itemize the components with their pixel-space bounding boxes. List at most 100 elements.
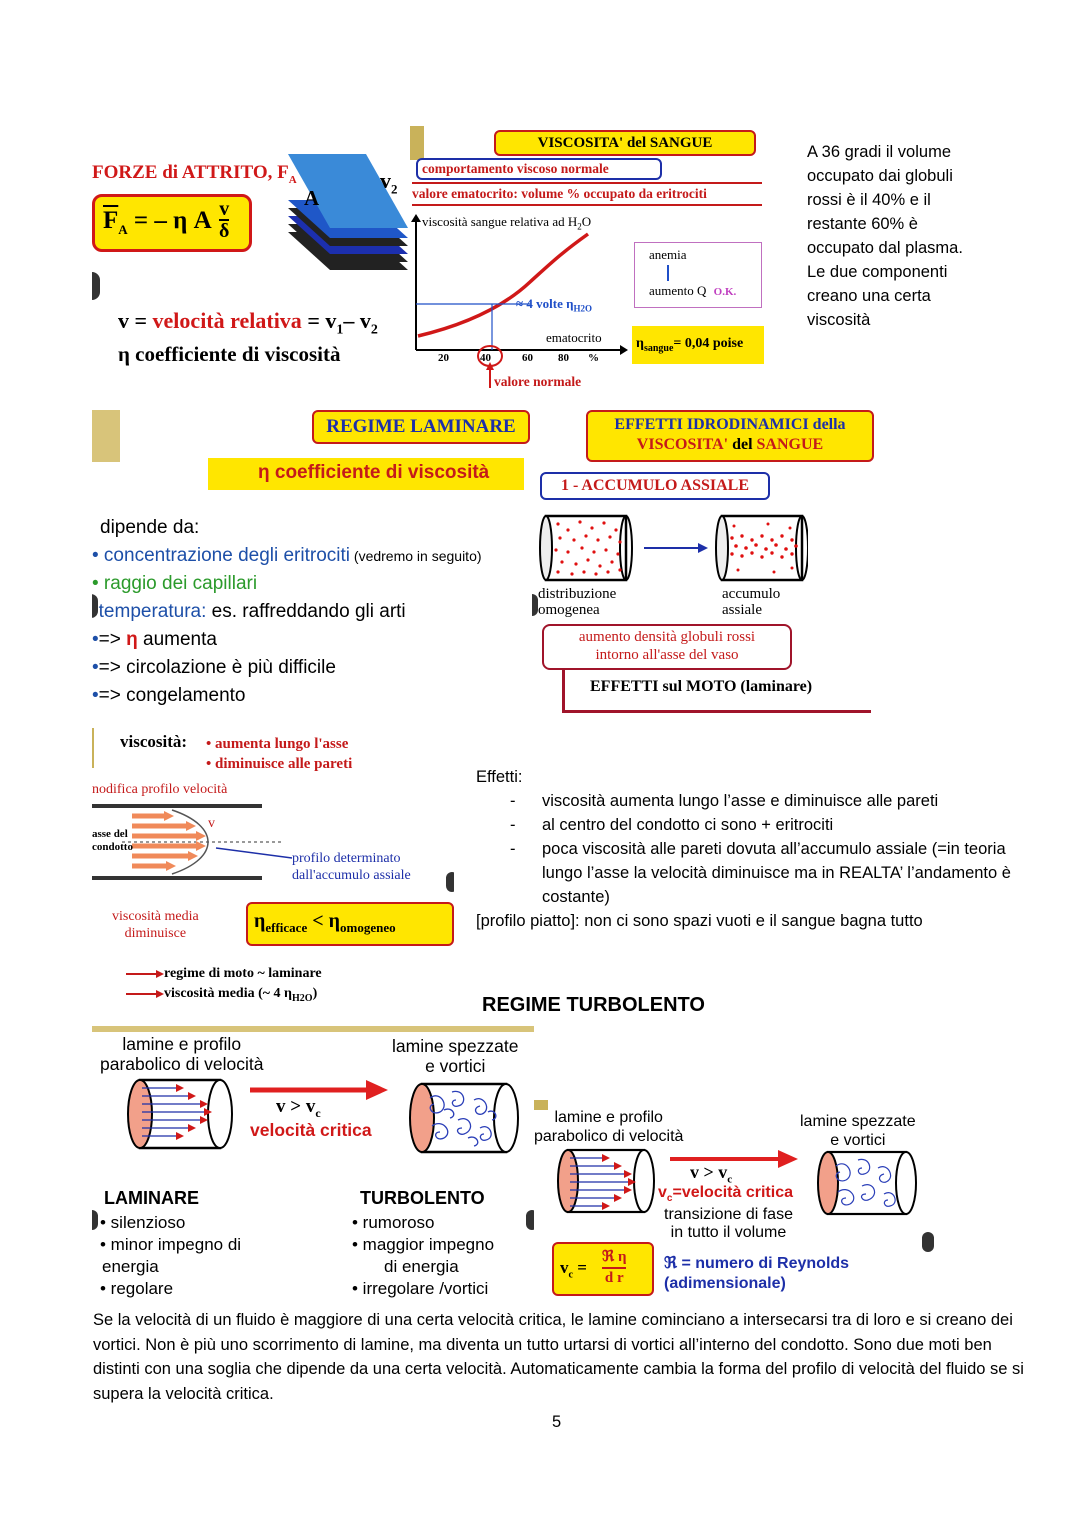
side-handle (92, 594, 98, 618)
effects-item: poca viscosità alle pareti dovuta all’ac… (476, 837, 1016, 909)
axis-label: asse del condotto (92, 828, 133, 854)
axis-line1: asse del (92, 828, 128, 840)
bullet-dot: • (92, 629, 99, 650)
logo-strip (92, 410, 120, 462)
note-36-gradi: A 36 gradi il volume occupato dai globul… (807, 140, 1007, 332)
mean-viscosity-label: viscosità media diminuisce (112, 908, 199, 942)
effects-notes: Effetti: viscosità aumenta lungo l’asse … (476, 765, 1016, 933)
legend-aumento: aumento Q O.K. (649, 283, 736, 299)
rv-red: velocità relativa (152, 308, 302, 333)
profile-change-label: nodifica profilo velocità (92, 782, 228, 797)
laminar-features: • silenzioso • minor impegno di energia … (100, 1212, 241, 1300)
chart-ticks: 20 40 60 80 % (438, 352, 618, 364)
eta-heading-box: η coefficiente di viscosità (208, 458, 524, 490)
bullet-circolazione-text: => circolazione è più difficile (98, 657, 336, 678)
formula-v: v (560, 1258, 569, 1277)
tick-60: 60 (522, 352, 533, 364)
side-handle (92, 272, 100, 300)
turbulent-subheading: TURBOLENTO (360, 1188, 485, 1208)
tick-80: 80 (558, 352, 569, 364)
eta-om: η (328, 910, 340, 932)
profile-determined-label: profilo determinato dall'accumulo assial… (292, 850, 411, 884)
formula-den: d r (604, 1270, 624, 1286)
laminar-vs-turbulent-slide: lamine e profilo parabolico di velocità … (92, 1026, 534, 1304)
uniform-line2: omogenea (538, 602, 600, 618)
axial-accumulation-caption: accumulo assiale (722, 586, 780, 618)
turbulent-tube-illustration (409, 1082, 519, 1154)
bullet-concentrazione: • concentrazione degli eritrociti (vedre… (92, 542, 482, 570)
bullet-temperatura: •temperatura: es. raffreddando gli arti (92, 598, 406, 626)
phase-transition-label: transizione di fase in tutto il volume (664, 1206, 793, 1242)
note-line: occupato dai globuli (807, 167, 953, 185)
v-gt-vc-text: v > v (276, 1096, 316, 1117)
mean-viscosity-note: viscosità media (~ 4 ηH2O) (164, 986, 317, 1004)
laminar-feature: • minor impegno di (100, 1235, 242, 1254)
transition-line2: in tutto il volume (670, 1224, 787, 1241)
side-handle (526, 1210, 534, 1230)
mean-viscosity-end: ) (312, 986, 318, 1001)
v-vector-label: v (208, 816, 215, 831)
reynolds-formula-box: vc = ℜ η d r (552, 1242, 654, 1296)
uniform-distribution-label: distribuzione omogenea (538, 586, 616, 618)
eta-sangue-value: = 0,04 poise (673, 336, 744, 351)
formula-fraction: ℜ η d r (602, 1248, 627, 1288)
v-gt-vc-text: v > v (690, 1162, 728, 1182)
turbulent-heading: REGIME TURBOLENTO (482, 994, 705, 1016)
broken-layers-label: lamine spezzate e vortici (392, 1036, 518, 1076)
profile-line1: profilo determinato (292, 851, 401, 866)
bullet-eta-aumenta: •=> η aumenta (92, 626, 217, 654)
formula-vc: vc = (560, 1258, 587, 1280)
hydrodynamic-effects-slide: EFFETTI IDRODINAMICI della VISCOSITA' de… (532, 406, 874, 716)
approx-text: ≈ 4 volte η (516, 296, 574, 311)
reynolds-number-label: ℜ = numero di Reynolds (adimensionale) (664, 1254, 849, 1294)
tick-40: 40 (480, 352, 491, 364)
legend-anemia: anemia (649, 247, 687, 262)
hydro-title-line2: VISCOSITA' del SANGUE (588, 435, 872, 455)
flat-profile-note: [profilo piatto]: non ci sono spazi vuot… (476, 912, 923, 930)
mean-line2: diminuisce (124, 926, 187, 941)
v-gt-vc: v > vc (276, 1096, 321, 1121)
regime-arrows (126, 970, 164, 998)
critical-arrow (250, 1080, 388, 1100)
laminar-heading: LAMINARE (104, 1188, 199, 1208)
axial-line2: assiale (722, 602, 762, 618)
reynolds-slide: lamine e profilo parabolico di velocità … (534, 1100, 934, 1298)
laminar-feature: • regolare (100, 1279, 174, 1298)
side-handle (446, 872, 454, 892)
bullet-concentrazione-note: (vedremo in seguito) (350, 548, 482, 564)
bullet-eta-text: aumenta (137, 629, 217, 650)
ylabel-sub: 2 (577, 221, 582, 232)
vc-symbol: v (658, 1184, 667, 1201)
turbulent-feature-cont: di energia (384, 1257, 459, 1276)
tick-20: 20 (438, 352, 449, 364)
approx-4-times: ≈ 4 volte ηH2O (516, 296, 592, 314)
eta-eff: η (254, 910, 266, 932)
effects-heading: Effetti: (476, 768, 523, 786)
tick-percent: % (588, 352, 599, 364)
formula-rhs: = – η A (133, 207, 212, 234)
slide-top-strip (92, 1026, 534, 1032)
eta-comparison-box: ηefficace < ηomogeneo (246, 902, 454, 946)
laminar-regime-slide: REGIME LAMINARE η coefficiente di viscos… (92, 406, 532, 716)
legend-aumento-text: aumento Q (649, 283, 707, 298)
ylabel-text: viscosità sangue relativa ad H (422, 214, 578, 229)
broken-layers-line1: lamine spezzate (392, 1036, 519, 1056)
velocity-profile-diagram (92, 804, 293, 880)
slide-edge (92, 728, 94, 768)
turbulence-paragraph: Se la velocità di un fluido è maggiore d… (93, 1311, 1024, 1403)
fraction-num: v (219, 198, 230, 221)
velocity-profile-slide: viscosità: • aumenta lungo l'asse • dimi… (92, 728, 454, 1012)
eta-sangue-symbol: η (636, 336, 644, 351)
turbulent-feature: • rumoroso (352, 1213, 435, 1232)
formula-force: F (103, 207, 119, 234)
viscosity-points: • aumenta lungo l'asse • diminuisce alle… (206, 734, 352, 774)
hydro-title-sangue: SANGUE (756, 436, 824, 453)
eta-eff-sub: efficace (265, 920, 308, 935)
viscosity-label: viscosità: (120, 732, 188, 751)
rv-minus: – v (343, 308, 371, 333)
bullet-circolazione: •=> circolazione è più difficile (92, 654, 336, 682)
motion-effects-label: EFFETTI sul MOTO (laminare) (590, 678, 813, 695)
density-line1: aumento densità globuli rossi (578, 629, 756, 645)
hydro-title-del: del (728, 436, 757, 453)
regime-laminar-note: regime di moto ~ laminare (164, 966, 322, 981)
